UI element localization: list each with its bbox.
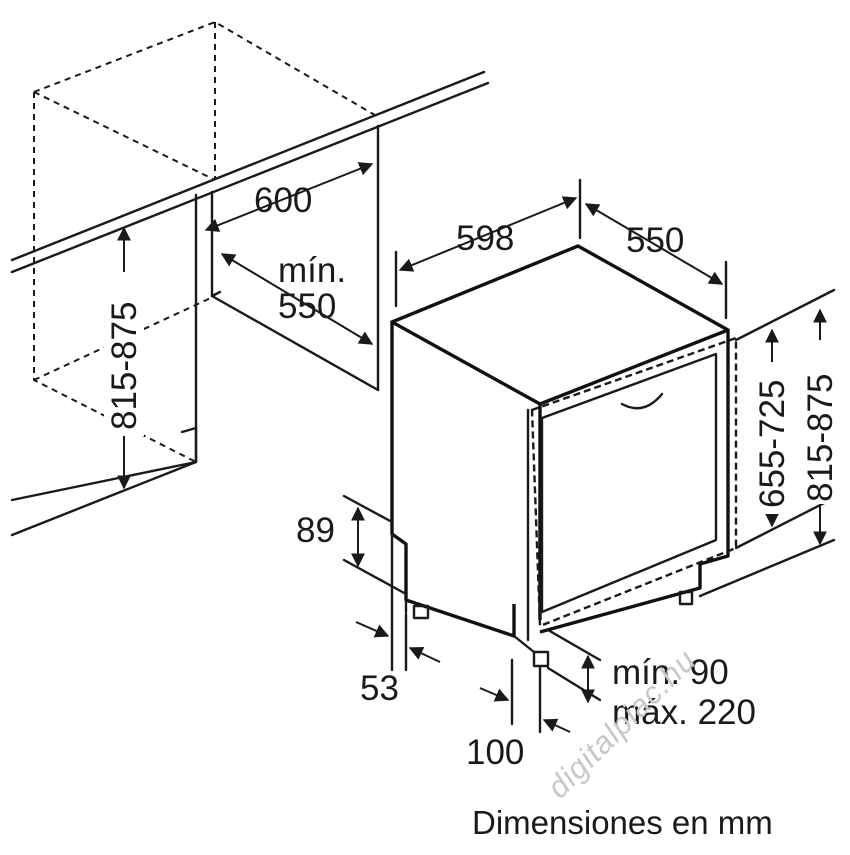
- door-handle: [620, 392, 664, 410]
- niche-width-label: 600: [254, 181, 312, 220]
- plinth-depth-label: 100: [466, 733, 524, 772]
- foot-offset-arrow-right: [408, 646, 441, 663]
- caption: Dimensiones en mm: [472, 804, 773, 841]
- door-height-label-bg: [752, 362, 792, 514]
- appliance-height-dimensions: 655-725 815-875: [698, 288, 840, 598]
- niche-dimensions: 600 mín. 550 815-875: [104, 162, 374, 490]
- plinth-height-label: 89: [296, 511, 335, 550]
- niche-height-label: 815-875: [105, 302, 144, 430]
- door-height-label: 655-725: [753, 380, 792, 508]
- appliance-width-label: 598: [456, 219, 514, 258]
- appliance-top-dimensions: 598 550: [394, 178, 728, 320]
- appliance-depth-label: 550: [626, 221, 684, 260]
- niche-depth-value: 550: [278, 287, 336, 326]
- plinth-min-label: mín. 90: [612, 653, 729, 692]
- plinth-dimensions: 89 53: [296, 494, 441, 708]
- niche-width-arrow: [204, 162, 374, 232]
- plinth-max-label: máx. 220: [612, 693, 756, 732]
- foot-offset-arrow-left: [355, 621, 390, 638]
- depth-arrow: [584, 203, 724, 285]
- plinth-depth-arrow-left: [479, 687, 510, 702]
- niche-depth-arrow: [220, 253, 374, 345]
- foot-front: [532, 650, 550, 668]
- niche-height-right-label: 815-875: [801, 374, 840, 502]
- plinth-front-dimensions: 100 mín. 90 máx. 220: [466, 628, 756, 772]
- plinth-depth-arrow-right: [542, 718, 571, 733]
- foot-right: [678, 590, 694, 606]
- foot-left-front: [412, 604, 430, 620]
- niche-depth-min-label: mín.: [278, 251, 346, 290]
- dishwasher-body: [390, 244, 738, 668]
- niche-height-label-bg: [104, 272, 144, 436]
- niche-height-right-label-bg: [800, 340, 840, 504]
- foot-offset-label: 53: [360, 669, 399, 708]
- cabinet-niche: [10, 20, 490, 537]
- width-arrow: [398, 196, 578, 272]
